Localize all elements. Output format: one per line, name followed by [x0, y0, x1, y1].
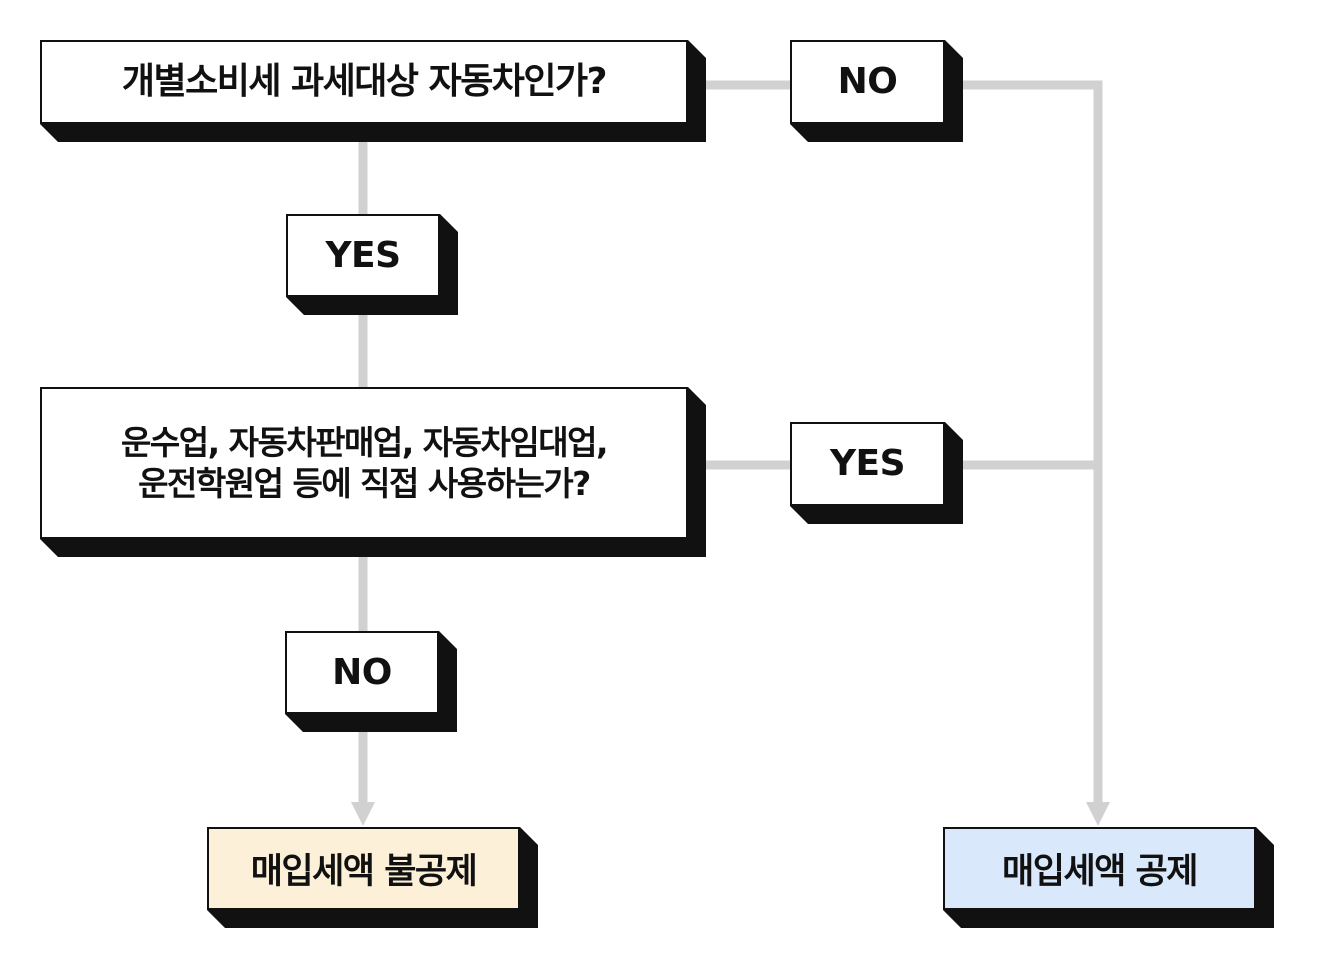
- q1-yes-face: YES: [286, 214, 440, 297]
- q1-no-face: NO: [790, 40, 945, 124]
- q1-yes-label: YES: [286, 214, 458, 315]
- result-deductible-box: 매입세액 공제: [943, 827, 1274, 928]
- arrowhead-deductible: [1086, 802, 1110, 826]
- q1-no-text: NO: [837, 61, 898, 102]
- result-deductible-face: 매입세액 공제: [943, 827, 1256, 910]
- result-not-deductible-face: 매입세액 불공제: [207, 827, 520, 910]
- q2-no-label: NO: [285, 631, 457, 732]
- box-shadow: [285, 631, 457, 732]
- q2-no-face: NO: [285, 631, 439, 714]
- result-not-deductible-text: 매입세액 불공제: [250, 852, 478, 892]
- question-1-box: 개별소비세 과세대상 자동차인가?: [40, 40, 706, 142]
- box-shadow: [286, 214, 458, 315]
- box-shadow: [943, 827, 1274, 928]
- box-shadow: [790, 40, 963, 142]
- q2-no-text: NO: [332, 651, 392, 693]
- q2-yes-face: YES: [790, 422, 945, 506]
- result-deductible-text: 매입세액 공제: [1002, 852, 1198, 892]
- question-2-line-1: 운수업, 자동차판매업, 자동차임대업,: [121, 422, 609, 462]
- box-shadow: [207, 827, 538, 928]
- arrowhead-not-deductible: [351, 802, 375, 826]
- question-2-line-2: 운전학원업 등에 직접 사용하는가?: [138, 464, 591, 503]
- q1-yes-text: YES: [325, 234, 401, 276]
- connector-no-to-right-trunk: [963, 80, 1103, 804]
- result-not-deductible-box: 매입세액 불공제: [207, 827, 538, 928]
- q2-yes-label: YES: [790, 422, 963, 524]
- question-2-face: 운수업, 자동차판매업, 자동차임대업, 운전학원업 등에 직접 사용하는가?: [40, 387, 688, 539]
- q1-no-label: NO: [790, 40, 963, 142]
- q2-yes-text: YES: [829, 443, 906, 484]
- question-2-text: 운수업, 자동차판매업, 자동차임대업, 운전학원업 등에 직접 사용하는가?: [121, 422, 609, 505]
- question-2-box: 운수업, 자동차판매업, 자동차임대업, 운전학원업 등에 직접 사용하는가?: [40, 387, 706, 557]
- box-shadow: [40, 387, 706, 557]
- box-shadow: [40, 40, 706, 142]
- box-shadow: [790, 422, 963, 524]
- question-1-text: 개별소비세 과세대상 자동차인가?: [121, 61, 608, 102]
- question-1-face: 개별소비세 과세대상 자동차인가?: [40, 40, 688, 124]
